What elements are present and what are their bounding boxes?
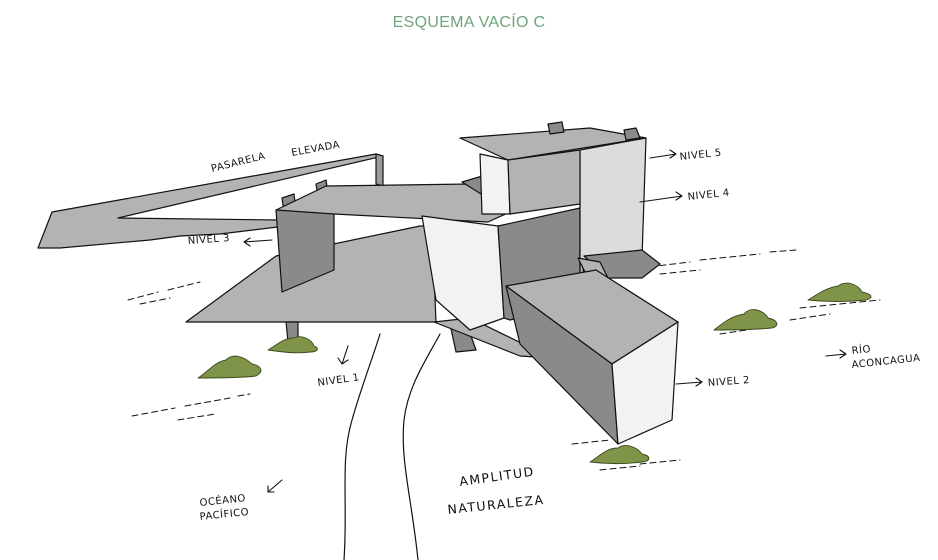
label-nivel2: NIVEL 2 — [707, 375, 750, 389]
sketch-title: ESQUEMA VACÍO C — [392, 14, 546, 31]
shrub-right-mid — [713, 309, 778, 331]
label-amplitud: AMPLITUD — [458, 464, 535, 489]
walkway-rail — [375, 153, 384, 187]
ground-dashes — [127, 249, 881, 471]
label-pasarela: PASARELA — [210, 151, 267, 175]
arrow-nivel3 — [243, 237, 273, 247]
annotation-arrows — [243, 149, 847, 493]
label-nivel5: NIVEL 5 — [679, 148, 722, 163]
label-oceano: OCÉANO — [199, 491, 246, 509]
arrow-nivel4 — [639, 191, 683, 203]
label-nivel4: NIVEL 4 — [687, 188, 730, 203]
shrub-center-left — [267, 336, 318, 354]
river — [343, 333, 441, 560]
arrow-oceano — [267, 479, 283, 493]
level5-left-wall — [479, 153, 511, 215]
level2-end — [611, 321, 679, 445]
roof-bump-2 — [623, 127, 641, 141]
level5-inner — [507, 149, 581, 215]
label-nivel1: NIVEL 1 — [317, 372, 360, 389]
arrow-rio — [825, 349, 847, 359]
label-elevada: ELEVADA — [291, 140, 341, 159]
level5-front-wall — [579, 137, 647, 263]
vegetation — [197, 282, 872, 464]
arrow-nivel1 — [337, 345, 349, 365]
shrub-bottom — [589, 445, 650, 464]
label-rio: RÍO — [851, 342, 872, 357]
arrow-nivel5 — [649, 149, 677, 159]
shrub-right-far — [807, 282, 872, 302]
label-nivel3: NIVEL 3 — [187, 233, 230, 247]
roof-bump-1 — [547, 121, 565, 135]
label-naturaleza: NATURALEZA — [447, 492, 545, 517]
shrub-left — [197, 355, 262, 379]
arrow-nivel2 — [675, 377, 703, 387]
central-block — [421, 215, 505, 331]
